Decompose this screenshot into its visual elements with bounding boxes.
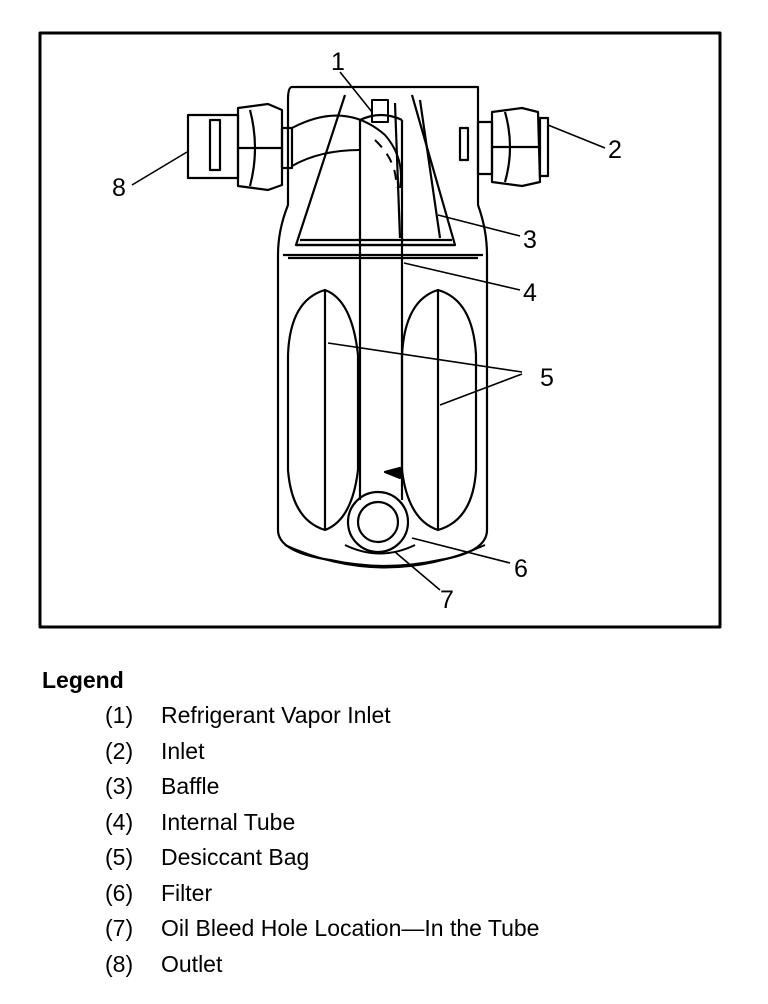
- legend-item: (2) Inlet: [105, 736, 539, 772]
- legend-item-label: Refrigerant Vapor Inlet: [161, 702, 391, 728]
- legend-list: (1) Refrigerant Vapor Inlet (2) Inlet (3) B…: [105, 700, 539, 984]
- legend-item-number: (3): [105, 773, 134, 799]
- legend-item: (5) Desiccant Bag: [105, 842, 539, 878]
- outlet-fitting: [186, 102, 294, 192]
- filter: [344, 490, 416, 555]
- callout-3: 3: [523, 226, 537, 254]
- callout-7: 7: [440, 586, 454, 614]
- legend-item-number: (8): [105, 950, 134, 977]
- callout-2: 2: [608, 136, 622, 164]
- inlet-fitting: [458, 106, 550, 188]
- callout-8: 8: [112, 174, 126, 202]
- legend-item-label: Filter: [161, 879, 213, 906]
- callout-6: 6: [514, 555, 528, 583]
- legend-item-number: (7): [105, 915, 134, 941]
- callout-4: 4: [523, 279, 537, 307]
- diagram-frame: [38, 31, 722, 629]
- legend-title: Legend: [42, 667, 124, 693]
- legend-item: (8) Outlet: [105, 949, 539, 985]
- legend-item-label: Internal Tube: [161, 808, 296, 835]
- legend-item-label: Outlet: [161, 950, 223, 977]
- legend-item-number: (4): [105, 808, 134, 835]
- legend-item-label: Desiccant Bag: [161, 844, 310, 870]
- vapor-inlet-pipe: [291, 114, 402, 189]
- legend-item: (3) Baffle: [105, 771, 539, 807]
- accumulator-diagram: 1 2 3 4 5 6 7 8: [38, 31, 722, 629]
- callout-5: 5: [540, 364, 554, 392]
- legend-item-number: (6): [105, 879, 134, 906]
- canister-body: [276, 85, 489, 568]
- legend-item: (4) Internal Tube: [105, 807, 539, 843]
- legend-item-label: Oil Bleed Hole Location—In the Tube: [161, 915, 540, 941]
- legend-item-label: Baffle: [161, 773, 220, 799]
- internal-tube: [358, 99, 404, 500]
- callout-1: 1: [331, 48, 345, 76]
- legend-item: (6) Filter: [105, 878, 539, 914]
- baffle: [294, 94, 457, 247]
- legend-item-number: (2): [105, 737, 134, 764]
- legend-item-number: (1): [105, 702, 134, 728]
- legend-item-number: (5): [105, 844, 134, 870]
- legend-item-label: Inlet: [161, 737, 205, 764]
- legend-item: (7) Oil Bleed Hole Location—In the Tube: [105, 913, 539, 949]
- desiccant-bags: [286, 288, 478, 532]
- legend-item: (1) Refrigerant Vapor Inlet: [105, 700, 539, 736]
